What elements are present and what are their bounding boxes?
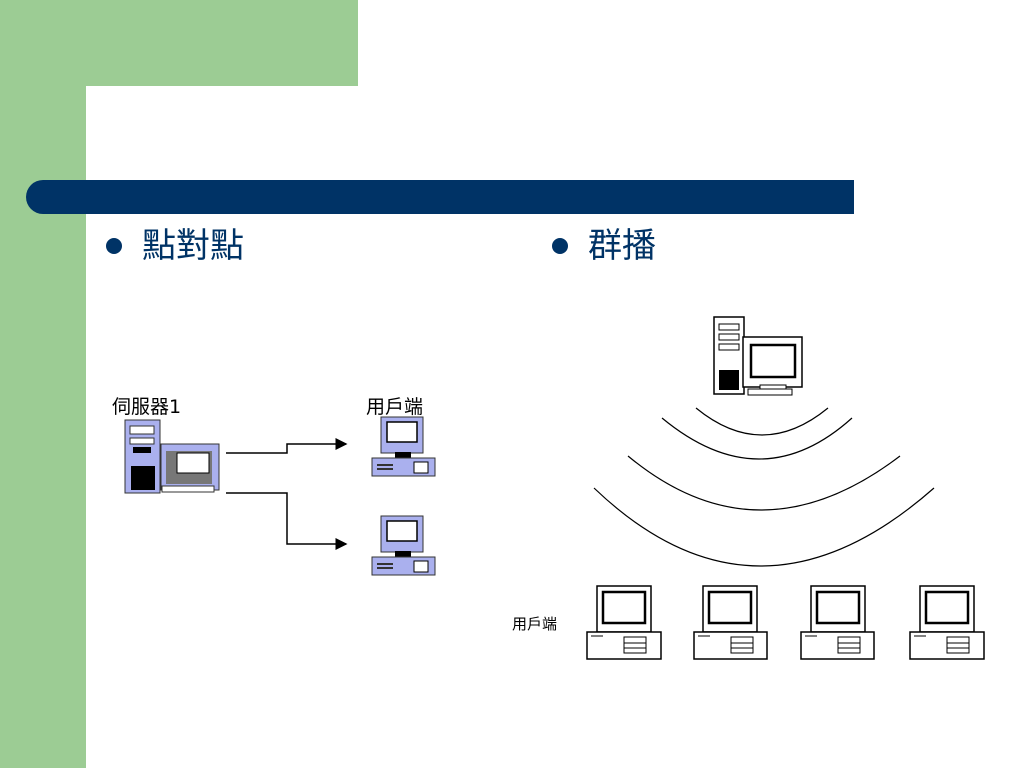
title-bar	[26, 180, 854, 214]
arrow-to-client-2	[226, 492, 348, 550]
bullet-unicast: 點對點	[106, 229, 244, 263]
bullet-label-multicast: 群播	[588, 226, 656, 266]
unicast-diagram: 伺服器1 用戶端	[112, 396, 436, 576]
client-computer-icon	[371, 515, 436, 576]
green-side-band	[0, 0, 86, 768]
server-label: 伺服器1	[112, 396, 181, 418]
bullet-dot	[552, 238, 568, 254]
multicast-diagram: 用戶端	[512, 316, 985, 660]
bullet-label-unicast: 點對點	[142, 226, 244, 266]
broadcast-wave-arcs	[593, 407, 935, 567]
multicast-client-icon	[800, 585, 875, 660]
bullet-dot	[106, 238, 122, 254]
multicast-client-icon	[909, 585, 985, 660]
arrow-to-client-1	[226, 438, 348, 454]
multicast-client-icon	[693, 585, 768, 660]
multicast-server-icon	[713, 316, 803, 396]
green-top-band	[0, 0, 358, 86]
client-label-multicast: 用戶端	[512, 615, 557, 633]
bullet-multicast: 群播	[552, 229, 656, 263]
client-computer-icon	[371, 416, 436, 477]
server-computer-icon	[124, 419, 220, 494]
multicast-client-icon	[586, 585, 662, 660]
client-label-unicast: 用戶端	[366, 396, 423, 418]
